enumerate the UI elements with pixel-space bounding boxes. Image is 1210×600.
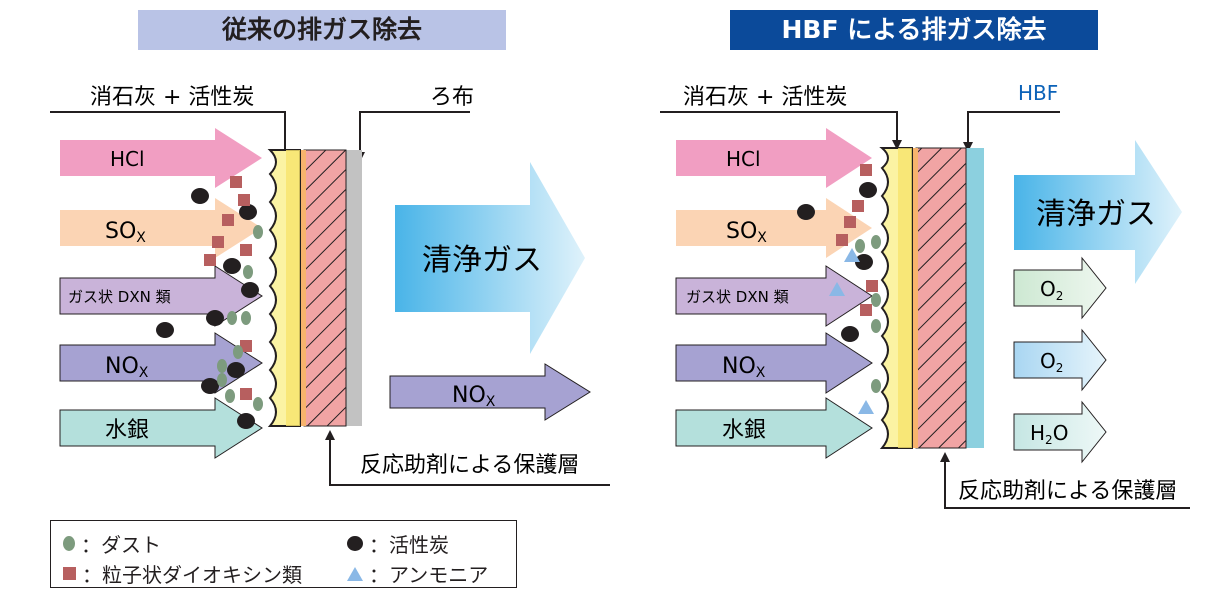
ammonia-triangle-icon	[347, 566, 363, 581]
output-arrow-nox-left: NOX	[389, 363, 591, 421]
pointer-reagent-right	[660, 111, 898, 148]
svg-text:NOX: NOX	[452, 383, 496, 410]
legend-label-particle: ：粒子状ダイオキシン類	[82, 563, 302, 587]
input-arrow-sox-left: SOX	[60, 198, 262, 258]
clean-gas-arrow-right: 清浄ガス	[1014, 140, 1182, 284]
hbf-layer	[964, 148, 984, 448]
input-arrow-dxn-right: ガス状 DXN 類	[675, 265, 873, 327]
pointer-head	[963, 142, 973, 152]
input-arrow-nox-right: NOX	[675, 332, 873, 394]
pointer-filter-cloth	[359, 111, 470, 160]
label-protective-left: 反応助剤による保護層	[360, 453, 579, 478]
particles-right	[797, 164, 881, 414]
svg-text:ガス状 DXN 類: ガス状 DXN 類	[686, 288, 789, 306]
pointer-hbf	[967, 111, 1060, 150]
legend-item-carbon: ：活性炭	[347, 529, 449, 558]
legend-item-particle: ：粒子状ダイオキシン類	[63, 559, 302, 588]
input-arrow-sox-right: SOX	[676, 198, 872, 258]
label-hbf: HBF	[1018, 81, 1058, 105]
input-arrow-mercury-right: 水銀	[675, 397, 873, 459]
legend: ：ダスト ：粒子状ダイオキシン類 ：活性炭 ：アンモニア	[50, 520, 517, 588]
input-arrow-hcl-right: HCl	[676, 128, 872, 188]
svg-text:O2: O2	[1040, 277, 1063, 303]
svg-text:水銀: 水銀	[722, 418, 766, 443]
pointer-head	[940, 452, 950, 462]
protective-layer-left	[303, 149, 347, 427]
carbon-dot-icon	[347, 536, 363, 551]
label-reagent-right: 消石灰 + 活性炭	[683, 85, 847, 110]
filter-cloth-layer	[344, 150, 362, 426]
svg-text:清浄ガス: 清浄ガス	[1036, 197, 1156, 232]
svg-text:NOX: NOX	[105, 354, 149, 381]
pointer-protective-right	[944, 454, 1190, 509]
input-arrow-mercury-left: 水銀	[59, 397, 263, 459]
legend-label-dust: ：ダスト	[81, 533, 161, 557]
svg-text:ガス状 DXN 類: ガス状 DXN 類	[68, 288, 171, 306]
pointer-head	[325, 430, 335, 440]
pointer-head	[892, 140, 902, 150]
legend-item-dust: ：ダスト	[63, 529, 161, 558]
clean-gas-arrow-left: 清浄ガス	[395, 162, 585, 354]
protective-layer-right	[915, 147, 967, 449]
title-hbf: HBF による排ガス除去	[730, 10, 1098, 50]
title-conventional: 従来の排ガス除去	[138, 10, 506, 50]
dust-icon	[63, 536, 75, 551]
svg-text:O2: O2	[1040, 349, 1063, 375]
svg-text:HCl: HCl	[110, 147, 145, 171]
legend-item-ammonia: ：アンモニア	[347, 559, 488, 588]
svg-text:清浄ガス: 清浄ガス	[422, 243, 542, 278]
yellow-band-left	[286, 150, 300, 426]
legend-label-carbon: ：活性炭	[369, 533, 449, 557]
legend-label-ammonia: ：アンモニア	[369, 563, 489, 587]
svg-text:NOX: NOX	[722, 354, 766, 381]
svg-text:SOX: SOX	[726, 219, 767, 246]
particle-square-icon	[63, 567, 76, 580]
particles-left	[156, 176, 263, 429]
output-arrow-o2-blue: O2	[1013, 328, 1107, 392]
output-arrow-o2-green: O2	[1013, 256, 1107, 320]
label-filter-cloth: ろ布	[430, 85, 474, 110]
label-reagent-left: 消石灰 + 活性炭	[90, 85, 254, 110]
input-arrow-nox-left: NOX	[59, 332, 263, 394]
pointer-protective-left	[329, 432, 610, 486]
pointer-reagent-left	[50, 111, 286, 164]
input-arrow-hcl-left: HCl	[60, 128, 262, 188]
svg-text:H2O: H2O	[1030, 421, 1068, 447]
yellow-band-right	[898, 148, 912, 448]
svg-text:HCl: HCl	[726, 147, 761, 171]
label-protective-right: 反応助剤による保護層	[958, 479, 1177, 504]
svg-text:水銀: 水銀	[105, 418, 149, 443]
svg-text:SOX: SOX	[105, 219, 146, 246]
output-arrow-h2o: H2O	[1013, 400, 1107, 464]
